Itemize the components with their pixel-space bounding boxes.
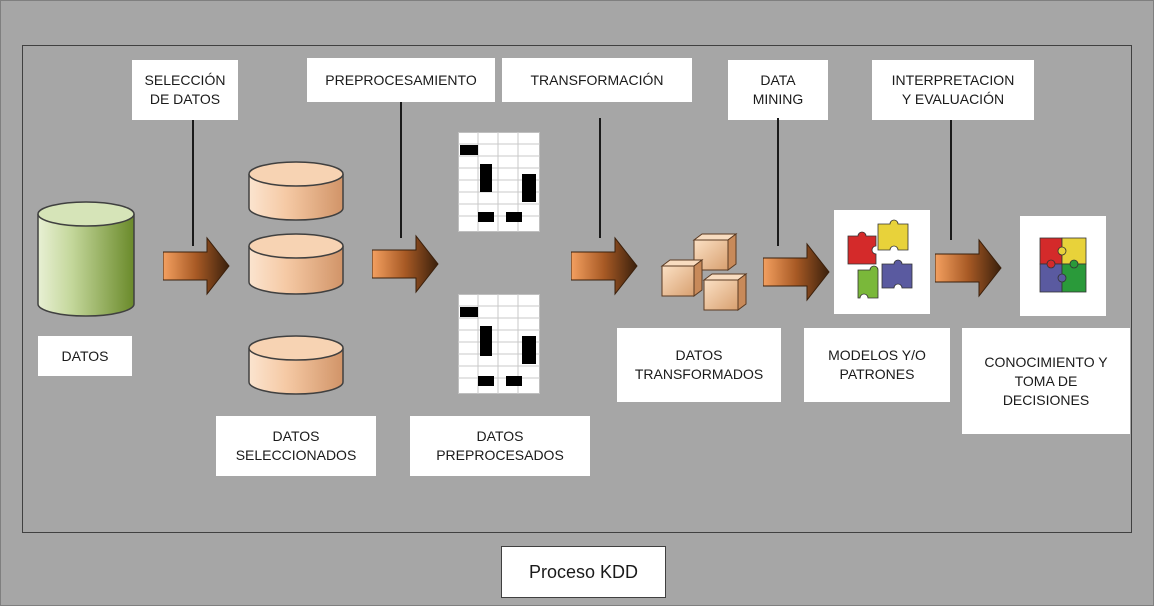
node-conocimiento-label: CONOCIMIENTO Y TOMA DE DECISIONES	[962, 328, 1130, 434]
arrow-right-icon	[372, 234, 439, 294]
database-icon	[248, 335, 344, 395]
node-datos-label: DATOS	[38, 336, 132, 376]
step-preprocesamiento-label: PREPROCESAMIENTO	[307, 58, 495, 102]
arrow-right-icon	[163, 236, 230, 296]
node-datos-transformados-label: DATOS TRANSFORMADOS	[617, 328, 781, 402]
step-transformacion-label: TRANSFORMACIÓN	[502, 58, 692, 102]
node-datos-seleccionados-label: DATOS SELECCIONADOS	[216, 416, 376, 476]
connector-interpretacion	[950, 120, 952, 240]
arrow-right-icon	[935, 238, 1002, 298]
table-icon	[458, 294, 540, 394]
puzzle-icon	[847, 219, 913, 299]
connector-transformacion	[599, 118, 601, 238]
step-interpretacion-label: INTERPRETACION Y EVALUACIÓN	[872, 60, 1034, 120]
assembled-puzzle-image	[1020, 216, 1106, 316]
step-data-mining-label: DATA MINING	[728, 60, 828, 120]
arrow-right-icon	[571, 236, 638, 296]
puzzle-icon	[1039, 237, 1087, 293]
database-icon	[37, 201, 135, 317]
node-modelos-label: MODELOS Y/O PATRONES	[804, 328, 950, 402]
cubes-icon	[660, 233, 748, 311]
node-datos-preprocesados-label: DATOS PREPROCESADOS	[410, 416, 590, 476]
connector-preprocesamiento	[400, 102, 402, 238]
arrow-right-icon	[763, 242, 830, 302]
table-icon	[458, 132, 540, 232]
connector-data-mining	[777, 118, 779, 246]
connector-seleccion	[192, 120, 194, 246]
database-icon	[248, 233, 344, 295]
database-icon	[248, 161, 344, 221]
puzzle-pieces-image	[834, 210, 930, 314]
step-seleccion-label: SELECCIÓN DE DATOS	[132, 60, 238, 120]
diagram-caption: Proceso KDD	[501, 546, 666, 598]
